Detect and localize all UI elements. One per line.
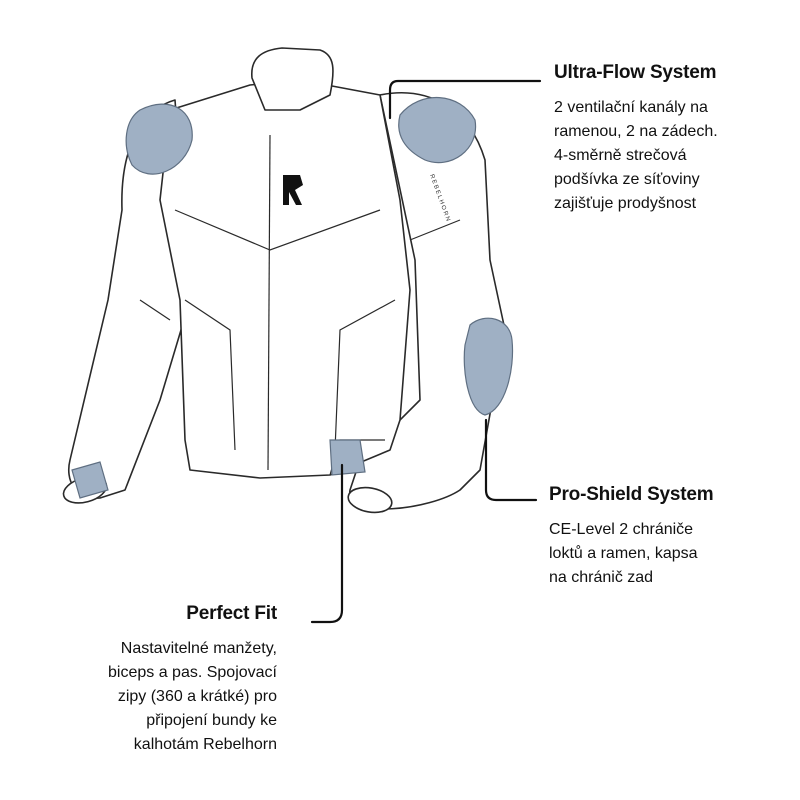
- zipper-line: [267, 134, 271, 471]
- waist-panel: [329, 439, 366, 476]
- collar: [251, 47, 334, 111]
- perfect-fit-text: Nastavitelné manžety,: [120, 640, 277, 657]
- ultra-flow-text: podšívka ze síťoviny: [554, 171, 700, 188]
- ultra-flow-text: 2 ventilační kanály na: [554, 99, 708, 116]
- ultra-flow-text: 4-směrně strečová: [554, 147, 687, 164]
- left-shoulder-protector: [125, 103, 193, 175]
- perfect-fit-leader-line: [310, 463, 344, 624]
- ultra-flow-title: Ultra-Flow System: [554, 62, 717, 83]
- pro-shield-text: CE-Level 2 chrániče: [549, 521, 694, 538]
- left-cuff-panel: [71, 461, 109, 499]
- elbow-protector: [463, 317, 514, 416]
- ultra-flow-text: ramenou, 2 na zádech.: [554, 123, 718, 140]
- right-cuff: [347, 486, 393, 514]
- perfect-fit-callout: Perfect Fit Nastavitelné manžety, biceps…: [108, 603, 277, 757]
- ultra-flow-callout: Ultra-Flow System 2 ventilační kanály na…: [554, 62, 718, 216]
- perfect-fit-text: připojení bundy ke: [146, 712, 277, 729]
- perfect-fit-text: zipy (360 a krátké) pro: [117, 688, 277, 705]
- jacket-body: [159, 79, 411, 479]
- pro-shield-callout: Pro-Shield System CE-Level 2 chrániče lo…: [549, 484, 714, 590]
- pro-shield-text: na chránič zad: [549, 569, 654, 586]
- perfect-fit-title: Perfect Fit: [186, 603, 277, 624]
- pro-shield-title: Pro-Shield System: [549, 484, 714, 505]
- rebelhorn-logo: [283, 175, 303, 205]
- pro-shield-leader-line: [484, 418, 538, 502]
- right-shoulder-protector: [398, 96, 477, 164]
- ultra-flow-text: zajišťuje prodyšnost: [554, 195, 697, 212]
- perfect-fit-text: biceps a pas. Spojovací: [108, 664, 277, 681]
- ultra-flow-leader-line: [388, 79, 542, 120]
- pro-shield-text: loktů a ramen, kapsa: [549, 545, 698, 562]
- perfect-fit-text: kalhotám Rebelhorn: [133, 736, 277, 753]
